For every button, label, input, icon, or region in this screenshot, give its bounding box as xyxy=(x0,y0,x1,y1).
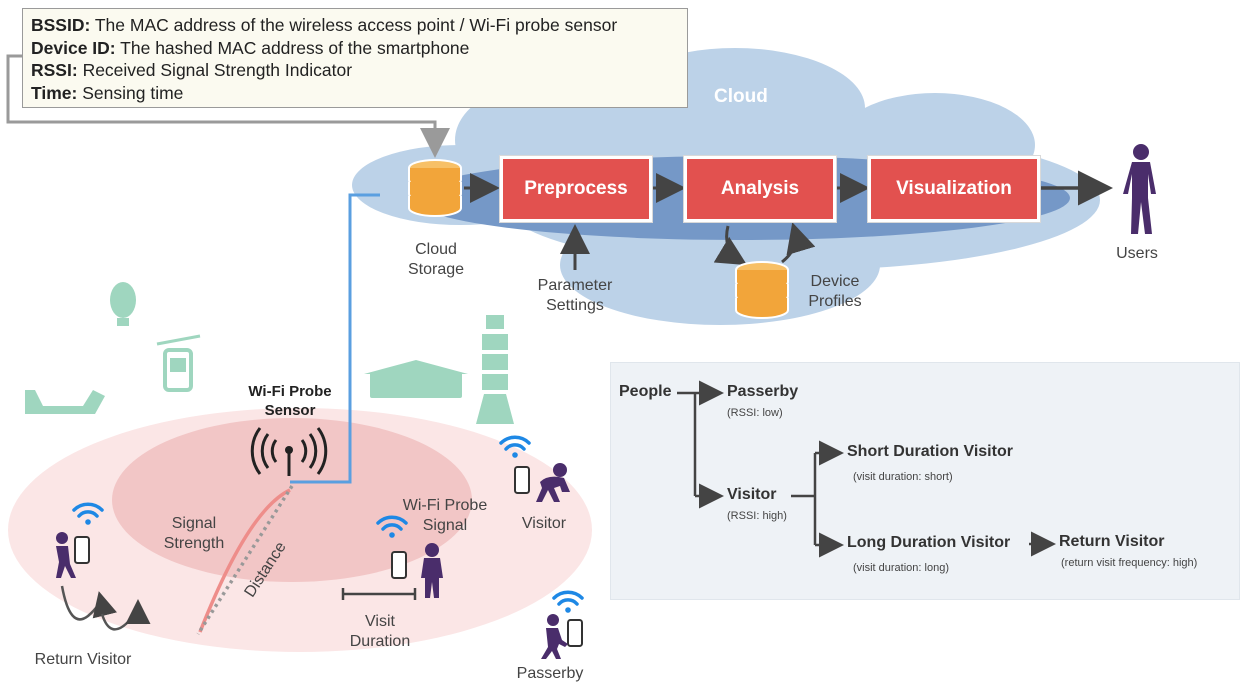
sensor-title-line2: Sensor xyxy=(264,402,316,419)
visitor-person-icon xyxy=(536,463,570,502)
device-profiles-line1: Device xyxy=(810,273,860,290)
legend-term: Device ID: xyxy=(31,37,116,58)
arrow-analysis-profiles xyxy=(713,225,748,266)
legend-row-device-id: Device ID: The hashed MAC address of the… xyxy=(31,37,679,60)
tree-long-duration-note: (visit duration: long) xyxy=(853,562,949,574)
return-loop-1 xyxy=(60,585,117,621)
signal-strength-curve xyxy=(198,488,291,633)
cloud-title: Cloud xyxy=(714,86,768,107)
tree-visitor-note: (RSSI: high) xyxy=(727,510,787,522)
legend-row-time: Time: Sensing time xyxy=(31,82,679,105)
preprocess-step: Preprocess xyxy=(500,156,652,222)
tree-short-duration-note: (visit duration: short) xyxy=(853,471,953,483)
legend-box: BSSID: The MAC address of the wireless a… xyxy=(22,8,688,108)
visit-duration-line2: Duration xyxy=(349,633,411,650)
legend-connector xyxy=(6,54,450,158)
legend-desc: The MAC address of the wireless access p… xyxy=(94,15,618,35)
return-visitor-person-icon xyxy=(56,532,76,578)
wifi-icon-passerby xyxy=(552,590,584,615)
sensor-title-line1: Wi-Fi Probe xyxy=(248,383,332,400)
device-profiles-label: Device Profiles xyxy=(795,272,875,312)
tree-root-people: People xyxy=(619,383,672,400)
legend-desc: The hashed MAC address of the smartphone xyxy=(120,37,470,58)
analysis-step: Analysis xyxy=(684,156,836,222)
visitor-label: Visitor xyxy=(521,515,567,532)
arrow-profiles-analysis xyxy=(781,222,816,264)
wifi-probe-sensor-label: Wi-Fi Probe Sensor xyxy=(236,382,344,420)
visit-duration-bracket xyxy=(341,588,417,600)
inner-zone xyxy=(112,418,472,582)
visit-duration-line1: Visit xyxy=(365,613,395,630)
classification-panel: People Passerby (RSSI: low) Visitor (RSS… xyxy=(610,362,1240,600)
parameter-settings-line2: Settings xyxy=(546,297,604,314)
return-visitor-label: Return Visitor xyxy=(34,651,132,668)
legend-row-rssi: RSSI: Received Signal Strength Indicator xyxy=(31,59,679,82)
return-loop-2 xyxy=(100,599,151,631)
phone-icon-passerby xyxy=(567,619,583,647)
tree-visitor: Visitor xyxy=(727,486,777,503)
phone-icon-center xyxy=(391,551,407,579)
device-profiles-line2: Profiles xyxy=(808,293,862,310)
tree-short-duration-visitor: Short Duration Visitor xyxy=(847,443,1013,460)
wifi-sensor-icon xyxy=(250,427,328,476)
passerby-person-icon xyxy=(541,614,568,659)
visualization-step: Visualization xyxy=(868,156,1040,222)
signal-strength-label: Signal Strength xyxy=(152,514,236,554)
parameter-settings-line1: Parameter xyxy=(537,277,613,294)
legend-term: BSSID: xyxy=(31,15,91,35)
cloud-storage-label-line2: Storage xyxy=(407,261,465,278)
legend-term: Time: xyxy=(31,82,78,103)
passerby-label: Passerby xyxy=(516,665,584,682)
cloud-storage-label: Cloud Storage xyxy=(396,240,476,280)
user-person-icon xyxy=(1123,144,1156,234)
sensor-upload-line xyxy=(290,193,380,484)
tree-return-visitor-note: (return visit frequency: high) xyxy=(1061,557,1198,569)
probe-signal-line1: Wi-Fi Probe xyxy=(402,497,488,514)
legend-term: RSSI: xyxy=(31,60,78,80)
signal-strength-line2: Strength xyxy=(163,535,225,552)
users-label: Users xyxy=(1116,245,1158,262)
visit-duration-label: Visit Duration xyxy=(338,612,422,652)
phone-icon-visitor xyxy=(514,466,530,494)
tree-long-duration-visitor: Long Duration Visitor xyxy=(847,534,1011,551)
device-profiles-icon xyxy=(735,261,789,319)
classification-lines xyxy=(677,380,1056,558)
cloud-storage-icon xyxy=(408,159,462,217)
tree-return-visitor: Return Visitor xyxy=(1059,533,1165,550)
phone-icon-return xyxy=(74,536,90,564)
center-person-icon xyxy=(421,543,443,598)
parameter-settings-label: Parameter Settings xyxy=(525,276,625,316)
wifi-probe-signal-label: Wi-Fi Probe Signal xyxy=(392,496,498,536)
legend-desc: Received Signal Strength Indicator xyxy=(82,60,353,80)
distance-line xyxy=(196,485,294,635)
tree-passerby: Passerby xyxy=(727,383,799,400)
probe-signal-line2: Signal xyxy=(422,517,468,534)
cloud-storage-label-line1: Cloud xyxy=(415,241,457,258)
signal-strength-line1: Signal xyxy=(171,515,217,532)
legend-desc: Sensing time xyxy=(82,82,184,103)
legend-row-bssid: BSSID: The MAC address of the wireless a… xyxy=(31,14,679,37)
tree-passerby-note: (RSSI: low) xyxy=(727,407,783,419)
landmark-icons xyxy=(25,282,514,424)
